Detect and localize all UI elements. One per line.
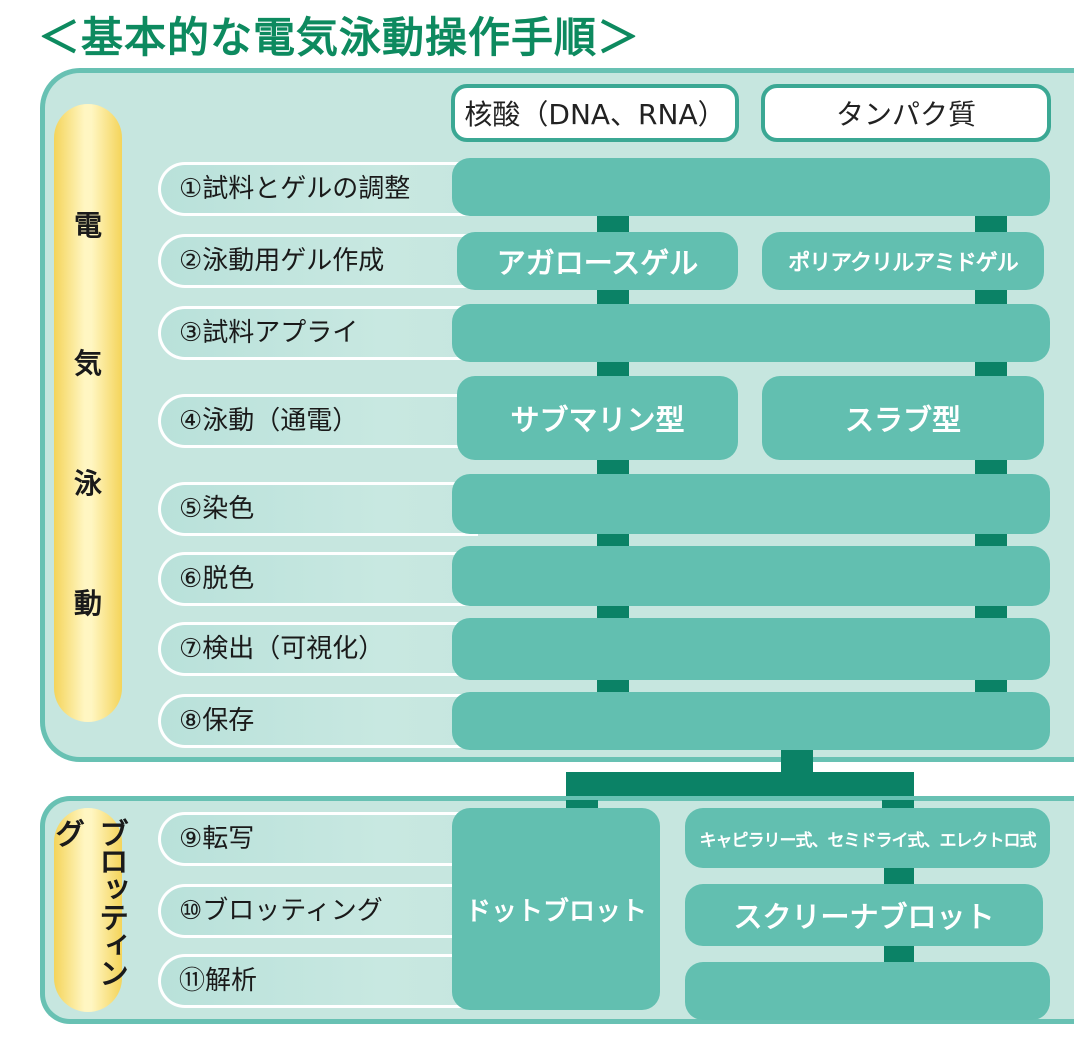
blotting-label: ブロッティング xyxy=(49,808,128,1012)
bar-step-6 xyxy=(452,546,1050,606)
dot-blot-box: ドットブロット xyxy=(452,808,660,1010)
step-1: ①試料とゲルの調整 xyxy=(158,162,478,216)
connector xyxy=(597,288,629,306)
submarine-box: サブマリン型 xyxy=(457,376,738,460)
electrophoresis-char: 気 xyxy=(73,347,102,380)
header-nucleic-acid: 核酸（DNA、RNA） xyxy=(451,84,739,142)
connector xyxy=(975,360,1007,378)
connector xyxy=(975,214,1007,234)
connector xyxy=(975,678,1007,694)
step-11: ⑪解析 xyxy=(158,954,478,1008)
connector xyxy=(597,360,629,378)
step-4: ④泳動（通電） xyxy=(158,394,478,448)
polyacrylamide-gel-box: ポリアクリルアミドゲル xyxy=(762,232,1044,290)
connector xyxy=(597,458,629,476)
step-8: ⑧保存 xyxy=(158,694,478,748)
blotting-text: ブロッティング xyxy=(49,818,128,986)
connector xyxy=(597,604,629,620)
electrophoresis-char: 動 xyxy=(73,587,102,620)
screener-blot-box: スクリーナブロット xyxy=(685,884,1043,946)
connector xyxy=(975,458,1007,476)
step-2: ②泳動用ゲル作成 xyxy=(158,234,478,288)
header-protein: タンパク質 xyxy=(761,84,1051,142)
step-3: ③試料アプライ xyxy=(158,306,478,360)
connector xyxy=(975,288,1007,306)
bar-step-3 xyxy=(452,304,1050,362)
bar-step-5 xyxy=(452,474,1050,534)
connector xyxy=(975,532,1007,548)
bar-step-8 xyxy=(452,692,1050,750)
connector xyxy=(597,214,629,234)
bar-step-7 xyxy=(452,618,1050,680)
connector xyxy=(975,604,1007,620)
agarose-gel-box: アガロースゲル xyxy=(457,232,738,290)
connector xyxy=(597,678,629,694)
bar-step-1 xyxy=(452,158,1050,216)
connector xyxy=(597,532,629,548)
step-7: ⑦検出（可視化） xyxy=(158,622,478,676)
transfer-methods-box: キャピラリー式、セミドライ式、エレクトロ式 xyxy=(685,808,1050,868)
step-10: ⑩ブロッティング xyxy=(158,884,478,938)
electrophoresis-char: 泳 xyxy=(73,467,102,500)
step-6: ⑥脱色 xyxy=(158,552,478,606)
slab-box: スラブ型 xyxy=(762,376,1044,460)
electrophoresis-char: 電 xyxy=(73,209,102,242)
connector xyxy=(884,944,914,962)
step-9: ⑨転写 xyxy=(158,812,478,866)
bar-step-11 xyxy=(685,962,1050,1020)
page-title: ＜基本的な電気泳動操作手順＞ xyxy=(38,13,641,62)
electrophoresis-label: 電 気 泳 動 xyxy=(54,104,122,722)
connector xyxy=(781,750,813,774)
connector xyxy=(884,868,914,886)
step-5: ⑤染色 xyxy=(158,482,478,536)
